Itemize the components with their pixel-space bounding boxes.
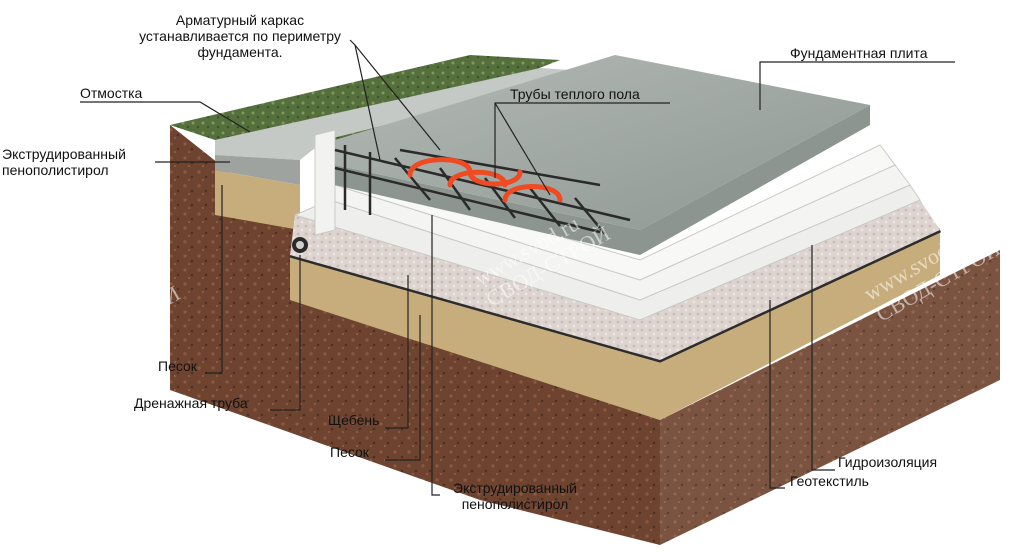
label-drain-pipe: Дренажная труба	[134, 395, 248, 411]
soil-right-face	[660, 250, 1000, 545]
label-xps-side-line1: Экструдированный	[2, 146, 126, 162]
slab-front	[335, 105, 870, 255]
label-xps-bottom: Экструдированный пенополистирол	[440, 480, 590, 512]
xps-edge	[314, 129, 336, 236]
label-gravel: Щебень	[328, 412, 380, 428]
label-sand-bottom: Песок	[330, 444, 369, 460]
blind-area-edge	[215, 155, 300, 185]
leader-lines	[80, 39, 955, 496]
label-xps-side: Экструдированный пенополистирол	[2, 146, 126, 178]
label-pipes: Трубы теплого пола	[510, 86, 640, 102]
label-geotextile: Геотекстиль	[790, 473, 869, 489]
gravel-layer	[290, 200, 940, 360]
label-xps-side-line2: пенополистирол	[2, 162, 109, 178]
label-rebar-cage: Арматурный каркас устанавливается по пер…	[130, 12, 350, 60]
label-blind-area: Отмостка	[80, 85, 143, 101]
sand-left	[215, 170, 300, 230]
label-xps-bottom-line1: Экструдированный	[453, 480, 577, 496]
label-rebar-line1: Арматурный каркас	[175, 12, 305, 28]
label-slab: Фундаментная плита	[790, 45, 928, 61]
label-sand-side: Песок	[158, 358, 197, 374]
label-rebar-line3: фундамента.	[197, 44, 283, 60]
slab-top	[335, 55, 870, 230]
label-xps-bottom-line2: пенополистирол	[461, 496, 569, 512]
heating-pipes	[407, 157, 563, 203]
grass-ground	[170, 55, 560, 150]
label-rebar-line2: устанавливается по периметру	[139, 28, 341, 44]
label-waterproofing: Гидроизоляция	[838, 454, 938, 470]
